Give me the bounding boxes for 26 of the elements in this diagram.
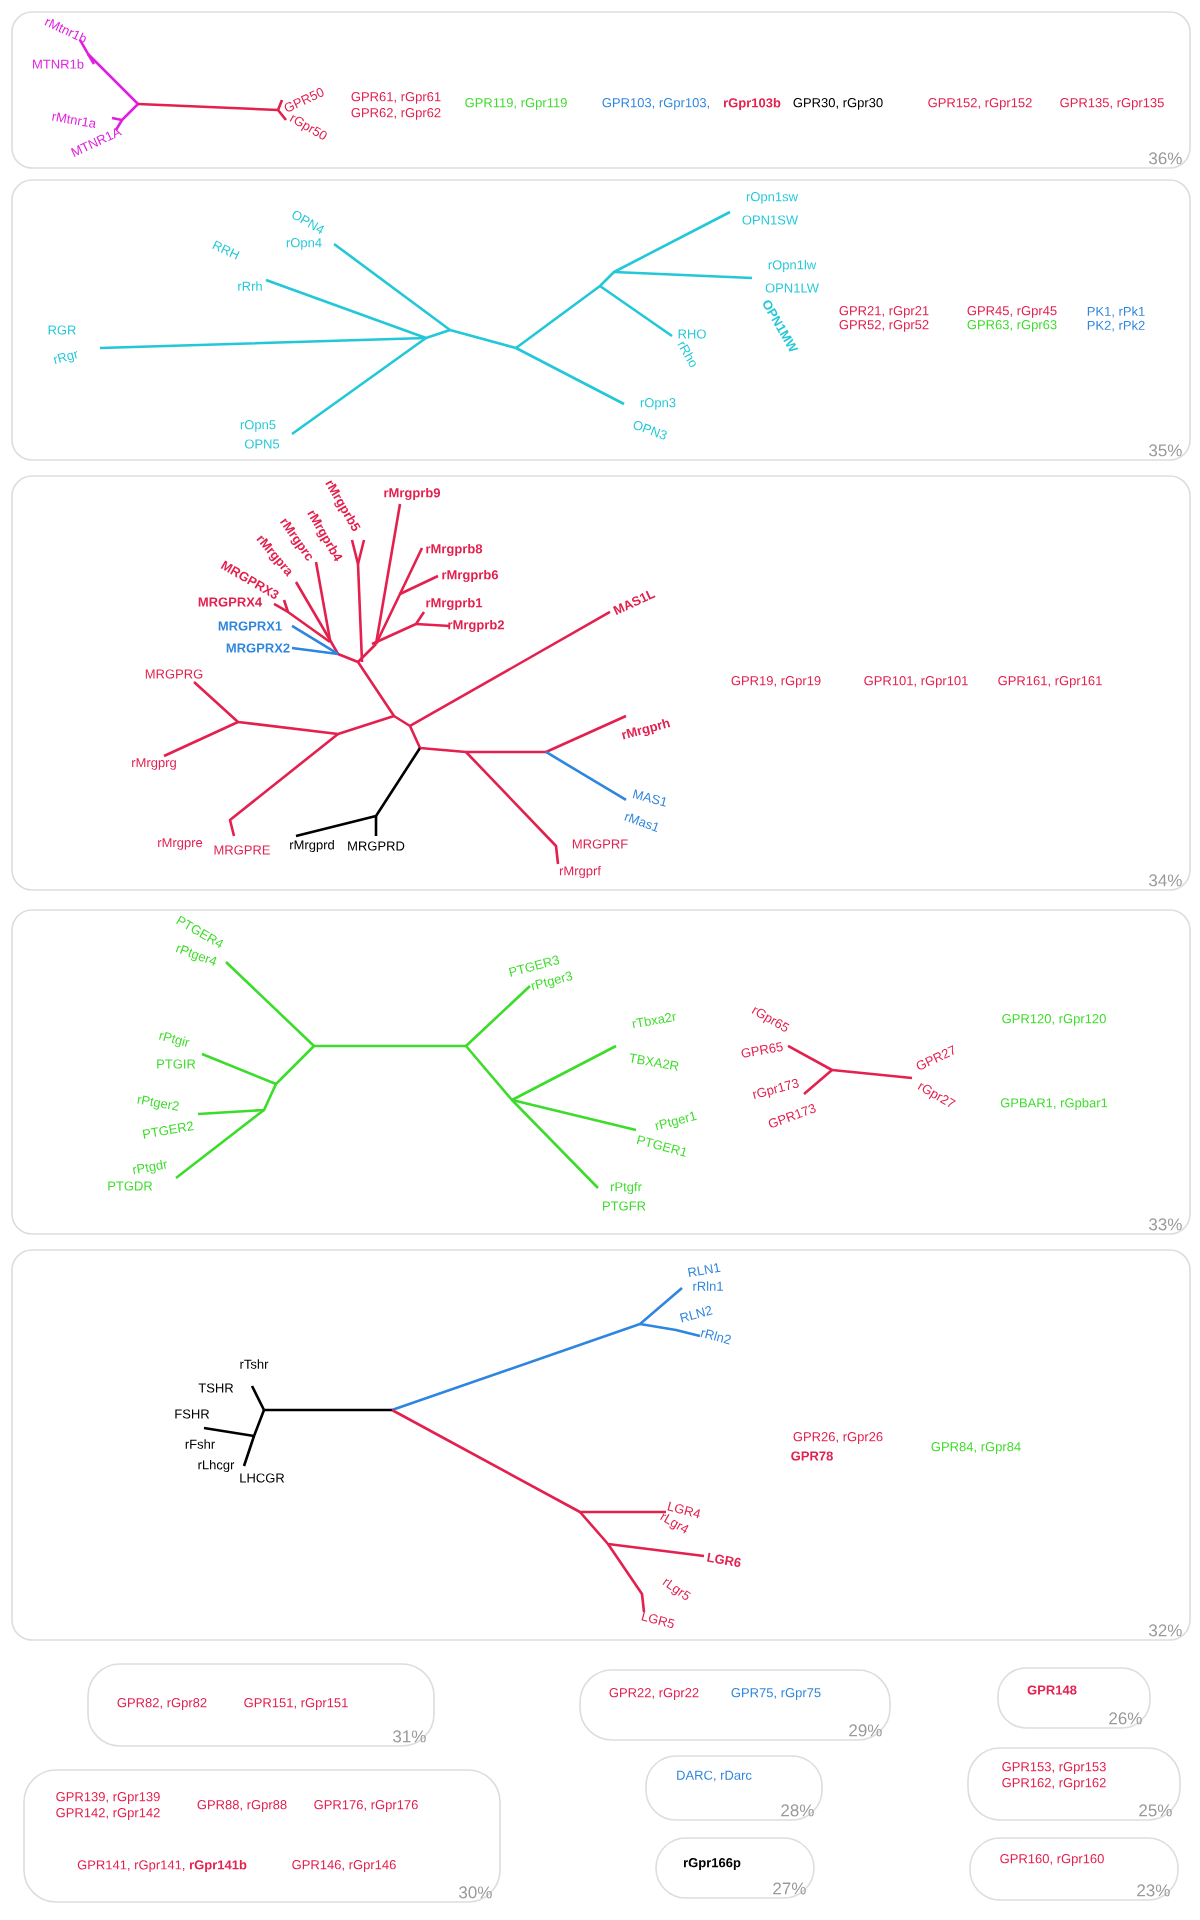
percent-label: 34% [1149,874,1182,887]
percent-label: 23% [1137,1884,1170,1897]
panel [11,179,1191,461]
percent-label: 35% [1149,444,1182,457]
percent-label: 31% [393,1730,426,1743]
panel [11,11,1191,169]
percent-label: 27% [773,1882,806,1895]
panel [997,1667,1151,1729]
panel [11,475,1191,891]
percent-label: 26% [1109,1712,1142,1725]
panel [11,909,1191,1235]
panel [969,1837,1179,1901]
panel [645,1755,823,1821]
panel [87,1663,435,1747]
panel [11,1249,1191,1641]
percent-label: 29% [849,1724,882,1737]
percent-label: 25% [1139,1804,1172,1817]
percent-label: 28% [781,1804,814,1817]
percent-label: 33% [1149,1218,1182,1231]
panel [579,1669,891,1741]
panel [23,1769,501,1903]
percent-label: 36% [1149,152,1182,165]
percent-label: 32% [1149,1624,1182,1637]
panel [655,1837,815,1899]
panel [967,1747,1181,1821]
percent-label: 30% [459,1886,492,1899]
